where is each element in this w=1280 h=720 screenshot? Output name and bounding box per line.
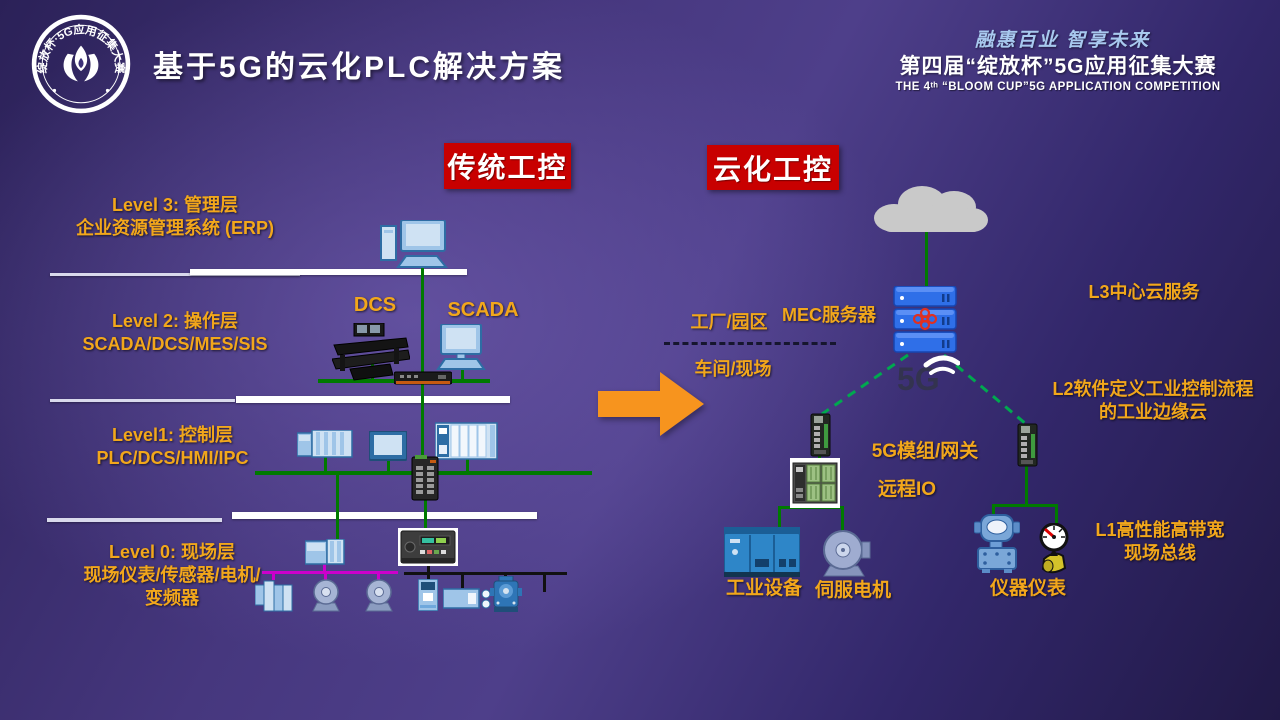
fieldbus-magenta xyxy=(262,571,398,574)
fieldbus-black xyxy=(404,572,567,575)
divider-line xyxy=(50,399,235,402)
fieldbus-line xyxy=(427,574,430,581)
fieldbus-line xyxy=(427,564,430,574)
l1-label: L1高性能高带宽 现场总线 xyxy=(1095,520,1225,564)
divider-line xyxy=(50,273,300,276)
mec-server-label: MEC服务器 xyxy=(782,305,876,325)
drive-box-icon xyxy=(443,588,491,609)
mec-server-icon xyxy=(893,286,957,353)
gateway-label: 5G模组/网关 xyxy=(871,441,979,462)
field-plc-icon xyxy=(305,539,345,565)
vfd-icon xyxy=(418,579,438,611)
transform-arrow-icon xyxy=(598,372,704,436)
divider-line xyxy=(47,518,222,522)
io-module-icon xyxy=(255,580,293,612)
instruments-label: 仪器仪表 xyxy=(989,578,1066,599)
pump-icon xyxy=(490,576,522,612)
network-line xyxy=(324,457,327,472)
network-line xyxy=(421,262,424,458)
flower-mark xyxy=(52,45,110,93)
hmi-panel-icon xyxy=(369,431,407,461)
fieldbus-line xyxy=(543,574,546,592)
badge-cloud: 云化工控 xyxy=(707,145,839,190)
plc-rack-icon xyxy=(435,422,498,460)
5g-signal-icon: 5G xyxy=(897,355,960,394)
5g-gateway-icon xyxy=(1017,423,1038,467)
gauge-icon xyxy=(1039,523,1069,574)
level3-label: Level 3: 管理层 企业资源管理系统 (ERP) xyxy=(76,195,274,239)
network-line xyxy=(992,504,1058,507)
competition-title-cn: 第四届“绽放杯”5G应用征集大赛 xyxy=(899,55,1217,78)
scada-label: SCADA xyxy=(447,299,519,321)
transmitter-icon xyxy=(974,514,1020,573)
equipment-cabinet-icon xyxy=(724,527,800,577)
fieldbus-line xyxy=(323,564,326,573)
network-line xyxy=(387,459,390,472)
network-line xyxy=(1025,466,1028,507)
zone-divider xyxy=(664,342,836,345)
5g-text: 5G xyxy=(897,361,940,394)
fieldbus-line xyxy=(377,573,380,580)
badge-traditional: 传统工控 xyxy=(444,143,571,189)
motor-icon xyxy=(365,579,393,612)
zone-bottom-label: 车间/现场 xyxy=(694,359,772,379)
page-title: 基于5G的云化PLC解决方案 xyxy=(153,51,566,84)
plc-module-icon xyxy=(297,430,353,458)
network-line xyxy=(466,459,469,472)
dcs-console-icon xyxy=(332,323,410,381)
cloud-icon xyxy=(874,186,988,232)
fieldbus-line xyxy=(272,573,275,580)
scada-computer-icon xyxy=(436,324,486,370)
remote-io-label: 远程IO xyxy=(877,479,937,500)
network-line xyxy=(336,475,339,541)
5g-gateway-icon xyxy=(810,413,831,457)
slogan: 融惠百业 智享未来 xyxy=(974,30,1151,51)
network-line xyxy=(1055,504,1058,525)
bloom-cup-logo: 绽放杯·5G应用征集大赛 xyxy=(31,14,131,114)
network-line xyxy=(925,232,928,288)
industrial-switch-icon xyxy=(411,455,439,501)
competition-title-en: THE 4ᵗʰ “BLOOM CUP”5G APPLICATION COMPET… xyxy=(895,81,1221,93)
network-line xyxy=(778,506,781,529)
servo-motor-icon xyxy=(823,530,871,577)
divider-line xyxy=(236,396,510,403)
network-line xyxy=(992,504,995,517)
erp-computer-icon xyxy=(380,220,448,268)
l3-label: L3中心云服务 xyxy=(1088,282,1200,302)
divider-line xyxy=(232,512,537,519)
servo-label: 伺服电机 xyxy=(814,580,891,601)
remote-io-icon xyxy=(790,458,840,508)
network-line xyxy=(424,499,427,530)
level0-label: Level 0: 现场层 现场仪表/传感器/电机/ 变频器 xyxy=(83,542,261,609)
network-line xyxy=(841,506,844,532)
field-controller-icon xyxy=(398,528,458,566)
dcs-label: DCS xyxy=(353,294,397,316)
divider-line xyxy=(190,269,467,275)
unicom-knot-icon xyxy=(912,307,938,331)
network-line xyxy=(461,366,464,380)
l2-label: L2软件定义工业控制流程 的工业边缘云 xyxy=(1052,379,1254,423)
zone-top-label: 工厂/园区 xyxy=(690,312,768,332)
motor-icon xyxy=(312,579,340,612)
network-device-icon xyxy=(394,371,452,385)
equipment-label: 工业设备 xyxy=(725,578,802,599)
level1-label: Level1: 控制层 PLC/DCS/HMI/IPC xyxy=(96,425,249,469)
fieldbus-line xyxy=(324,573,327,580)
fieldbus-line xyxy=(461,574,464,588)
level2-label: Level 2: 操作层 SCADA/DCS/MES/SIS xyxy=(82,311,268,355)
